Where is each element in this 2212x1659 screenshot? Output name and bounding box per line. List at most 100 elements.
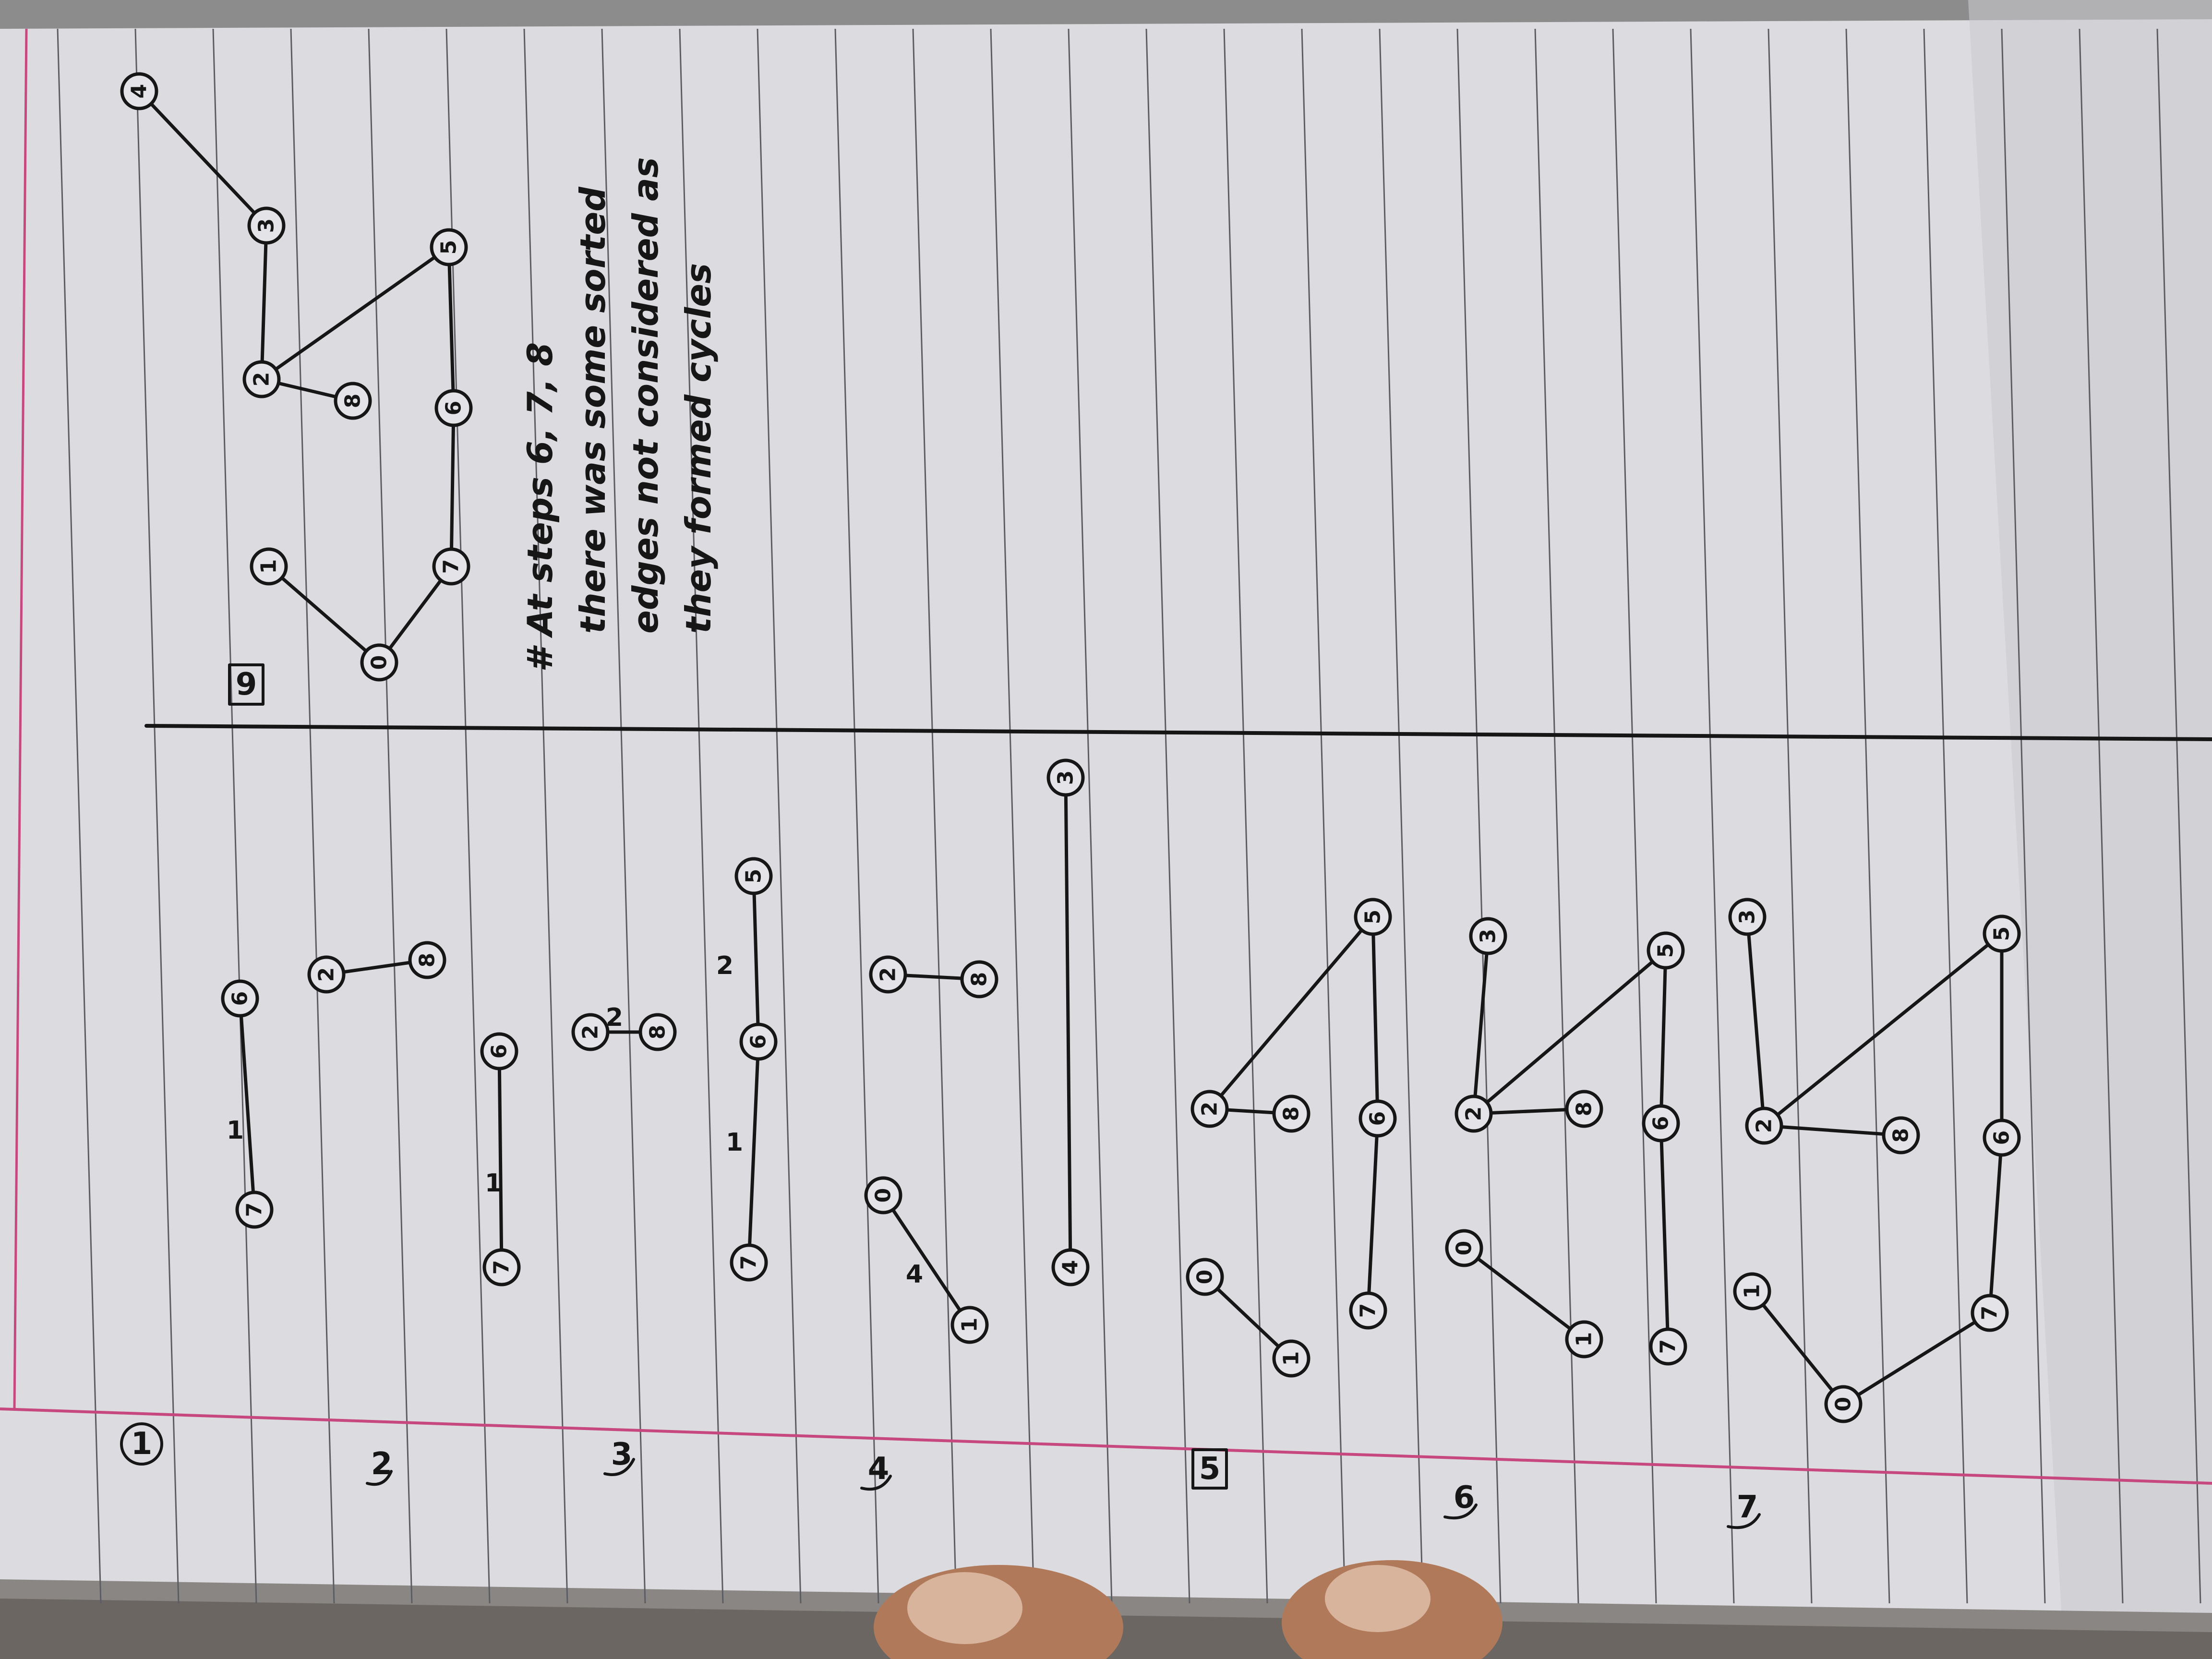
graph-node-step3-2: 2 <box>571 1013 610 1051</box>
node-label: 5 <box>437 240 461 255</box>
node-circle <box>1733 1272 1771 1310</box>
graph-edge-step9-0-1 <box>267 565 381 664</box>
graph-edge-step4-6-5 <box>752 874 760 1044</box>
graph-edge-step7-2-5 <box>1472 949 1668 1116</box>
node-label: 5 <box>1361 910 1385 925</box>
node-circle <box>1190 1090 1229 1128</box>
node-label: 0 <box>1193 1270 1217 1285</box>
node-circle <box>120 72 158 110</box>
rule-line <box>1690 28 1735 1604</box>
section-divider <box>144 724 2212 741</box>
node-circle <box>1272 1339 1310 1378</box>
graph-edge-step5-0-1 <box>881 1193 972 1327</box>
node-circle <box>1565 1320 1603 1358</box>
node-label: 1 <box>1572 1332 1597 1347</box>
note-line-2: there was some sorted <box>573 186 613 634</box>
node-label: 7 <box>242 1202 267 1217</box>
right-fingernail <box>1325 1565 1431 1632</box>
node-circle <box>1469 917 1507 955</box>
graph-node-step9-0: 0 <box>360 643 398 682</box>
graph-edge-step6-6-5 <box>1371 915 1380 1120</box>
graph-edge-step8-0-7 <box>1841 1311 1992 1406</box>
node-label: 0 <box>871 1188 896 1203</box>
graph-node-step6-5: 5 <box>1354 898 1392 936</box>
left-fingernail <box>907 1572 1022 1644</box>
node-label: 6 <box>746 1034 771 1049</box>
node-circle <box>430 228 468 266</box>
graph-node-step8-0: 0 <box>1824 1385 1863 1423</box>
graph-node-step6-2: 2 <box>1190 1090 1229 1128</box>
node-label: 0 <box>1452 1241 1477 1256</box>
graph-node-step8-3: 3 <box>1728 898 1767 936</box>
graph-node-step7-2: 2 <box>1455 1094 1493 1133</box>
graph-edge-step4-7-6 <box>747 1040 760 1264</box>
rule-line <box>679 28 724 1604</box>
rule-line <box>212 28 257 1604</box>
ruled-lines <box>57 28 2201 1604</box>
node-circle <box>1642 1104 1680 1142</box>
node-label: 7 <box>737 1255 761 1270</box>
graph-edge-step8-1-0 <box>1750 1289 1845 1406</box>
node-circle <box>1046 758 1085 797</box>
step-label-3: 3 <box>603 1437 635 1476</box>
graph-node-step8-2: 2 <box>1745 1106 1783 1145</box>
graph-node-step6-1: 1 <box>1272 1339 1310 1378</box>
node-label: 8 <box>1889 1128 1913 1143</box>
node-circle <box>1728 898 1767 936</box>
graph-node-step7-8: 8 <box>1565 1090 1603 1128</box>
step-label-6: 6 <box>1443 1480 1478 1520</box>
page-shadow <box>1968 0 2212 1659</box>
graph-edge-step1-7-6 <box>238 997 256 1212</box>
node-circle <box>1272 1094 1310 1133</box>
node-label: 7 <box>1656 1339 1681 1354</box>
note-line-1: # At steps 6, 7, 8 <box>520 342 560 672</box>
node-circle <box>482 1248 521 1286</box>
note-line-4: they formed cycles <box>678 263 719 634</box>
node-circle <box>1565 1090 1603 1128</box>
rule-line <box>1223 28 1268 1604</box>
note-line-3: edges not considered as <box>625 157 666 634</box>
graph-node-step5-1: 1 <box>950 1306 989 1344</box>
rule-line <box>1145 28 1190 1604</box>
node-label: 4 <box>127 84 152 99</box>
node-label: 1 <box>958 1318 982 1333</box>
node-label: 7 <box>1356 1303 1381 1318</box>
graph-node-step3-7: 7 <box>482 1248 521 1286</box>
node-circle <box>734 857 773 895</box>
graph-edge-step7-7-6 <box>1659 1121 1670 1348</box>
graph-node-step7-5: 5 <box>1647 931 1685 970</box>
graph-node-step9-7: 7 <box>432 547 470 586</box>
graph-node-step7-3: 3 <box>1469 917 1507 955</box>
node-circle <box>432 547 470 586</box>
node-label: 8 <box>646 1025 670 1040</box>
graph-edge-step7-0-1 <box>1462 1246 1586 1341</box>
rule-line <box>601 28 646 1604</box>
rule-line <box>1301 28 1346 1604</box>
graph-node-step8-6: 6 <box>1983 1118 2021 1157</box>
node-label: 1 <box>1740 1284 1765 1299</box>
node-label: 8 <box>341 394 365 409</box>
graph-edge-step9-2-5 <box>260 245 451 381</box>
graph-node-step6-7: 7 <box>1349 1291 1387 1330</box>
node-label: 6 <box>1649 1116 1673 1131</box>
graph-node-step9-3: 3 <box>247 206 286 245</box>
node-label: 5 <box>1654 943 1678 958</box>
step-label-5: 5 <box>1191 1448 1228 1490</box>
graph-edge-step6-0-1 <box>1203 1275 1293 1360</box>
node-circle <box>334 382 372 420</box>
graph-edge-step3-7-6 <box>497 1049 504 1269</box>
node-circle <box>960 960 998 998</box>
node-label: 8 <box>1572 1102 1597 1117</box>
node-label: 4 <box>1058 1260 1083 1275</box>
node-circle <box>950 1306 989 1344</box>
node-circle <box>242 360 281 398</box>
rule-line <box>1923 28 1968 1604</box>
graph-node-step2-2: 2 <box>307 955 346 994</box>
node-label: 6 <box>1990 1130 2014 1145</box>
rule-line <box>1456 28 1502 1604</box>
graph-node-step1-7: 7 <box>235 1190 274 1229</box>
graph-node-step9-1: 1 <box>250 547 288 586</box>
node-label: 3 <box>254 218 279 233</box>
graph-node-step6-0: 0 <box>1186 1258 1224 1296</box>
